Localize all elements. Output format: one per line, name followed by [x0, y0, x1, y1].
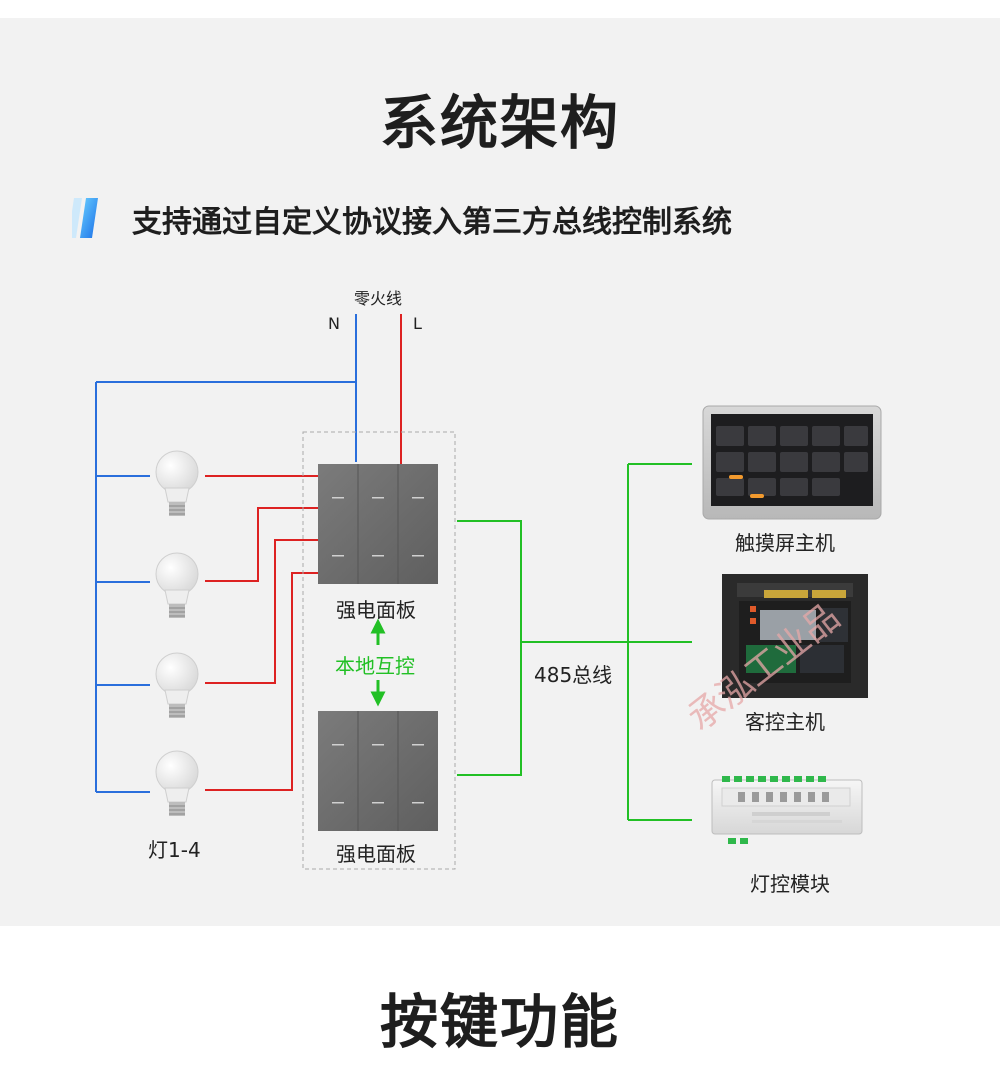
bus-label: 485总线	[534, 663, 613, 687]
neutral-label: N	[328, 314, 340, 333]
touchscreen-host-label: 触摸屏主机	[735, 531, 835, 555]
bulb-icon	[155, 750, 199, 816]
guest-room-host-label: 客控主机	[745, 710, 825, 734]
power-lines-label: 零火线	[354, 289, 403, 308]
top-strip	[0, 0, 1000, 18]
live-label: L	[413, 314, 422, 333]
section-title: 系统架构	[379, 89, 620, 157]
live-wires	[205, 314, 402, 791]
section-title-buttons: 按键功能	[379, 988, 620, 1056]
bulb-icon	[155, 450, 199, 516]
bulb-icon	[155, 552, 199, 618]
bus-wires	[457, 463, 692, 821]
panel-group-box	[302, 431, 456, 870]
panel-top-label: 强电面板	[336, 598, 416, 622]
bulb-icon	[155, 652, 199, 718]
switch-panel-bottom	[318, 711, 438, 831]
section-subtitle: 支持通过自定义协议接入第三方总线控制系统	[132, 205, 732, 240]
interlink-label: 本地互控	[335, 654, 415, 678]
lighting-module-label: 灯控模块	[750, 872, 830, 896]
panel-bottom-label: 强电面板	[336, 842, 416, 866]
accent-bar-icon	[72, 198, 98, 238]
lamps-label: 灯1-4	[148, 838, 201, 862]
guest-room-host-icon	[722, 574, 868, 698]
touchscreen-device-icon	[702, 405, 882, 520]
neutral-wires	[95, 314, 357, 793]
lighting-module-icon	[711, 776, 863, 844]
switch-panel-top	[318, 464, 438, 584]
